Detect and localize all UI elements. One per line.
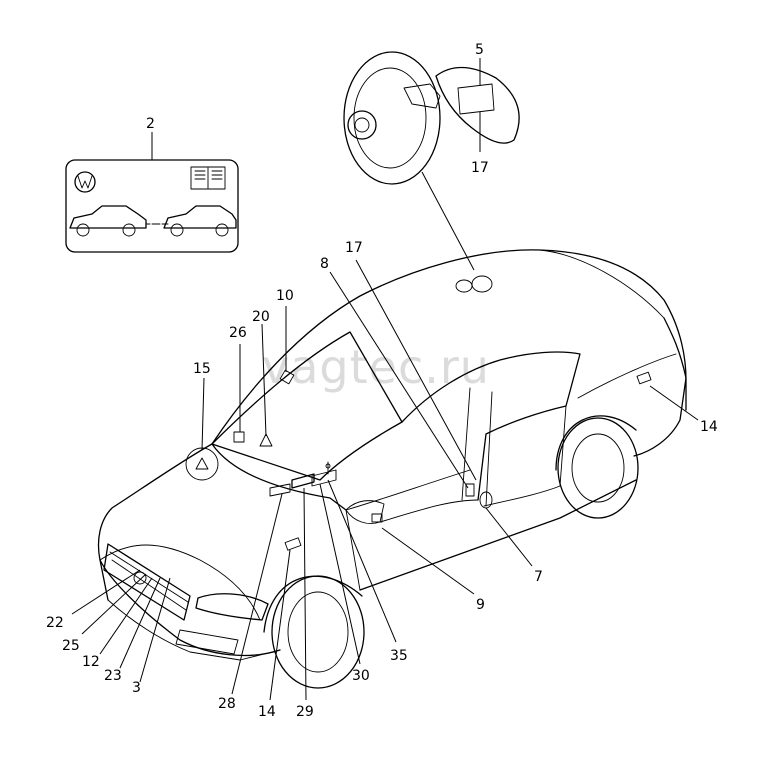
label-17-flap: 17: [471, 160, 489, 176]
label-23: 23: [104, 668, 122, 684]
headlight: [195, 593, 269, 621]
warning-triangle-circle: [185, 447, 219, 481]
warning-triangle-icon: [195, 457, 209, 470]
label-5: 5: [475, 42, 484, 58]
flap-hinge: [403, 83, 441, 109]
fuel-flap-inset: [343, 51, 520, 271]
label-26: 26: [229, 325, 247, 341]
watermark: vagtec.ru: [262, 340, 490, 394]
label-25: 25: [62, 638, 80, 654]
label-22: 22: [46, 615, 64, 631]
rear-wheel: [557, 417, 639, 519]
label-35: 35: [390, 648, 408, 664]
fuel-flap-housing: [343, 51, 441, 185]
label-10: 10: [276, 288, 294, 304]
front-wheel: [271, 575, 365, 689]
flap-door: [435, 66, 520, 144]
tow-car-icon: [69, 205, 147, 229]
front-grille: [103, 543, 191, 621]
label-3: 3: [132, 680, 141, 696]
label-28: 28: [218, 696, 236, 712]
car-body: [97, 249, 687, 689]
manual-book-icon: [190, 166, 226, 190]
label-14-fender: 14: [258, 704, 276, 720]
label-30: 30: [352, 668, 370, 684]
part-labels: 2 5 17 17 8 10 26 20 15 14 7 9 22 25 12 …: [46, 42, 718, 720]
label-2: 2: [146, 116, 155, 132]
label-29: 29: [296, 704, 314, 720]
side-mirror: [345, 500, 385, 524]
rear-label: [636, 371, 652, 385]
label-14-rear: 14: [700, 419, 718, 435]
sticker-card-inset: [65, 132, 239, 253]
towed-car-icon: [163, 205, 237, 229]
door-sticker-9: [371, 513, 383, 523]
fog-lamp: [175, 629, 239, 655]
front-badge: [133, 571, 147, 585]
label-15: 15: [193, 361, 211, 377]
vw-logo-mark: [77, 175, 93, 189]
label-12: 12: [82, 654, 100, 670]
hood-sticker-28: [269, 483, 291, 497]
vw-logo-icon: [74, 171, 96, 193]
windshield-sticker-10: [279, 369, 295, 385]
fuel-cap-icon: [347, 110, 377, 140]
fuel-flap-marker: [455, 279, 473, 293]
windshield-sticker-20: [259, 433, 273, 447]
label-20: 20: [252, 309, 270, 325]
leader-lines: [71, 259, 699, 701]
label-17-door: 17: [345, 240, 363, 256]
pillar-sticker: [465, 483, 475, 497]
windshield-sticker-26: [233, 431, 245, 443]
windshield: [211, 331, 403, 481]
hood: [97, 443, 213, 601]
fender-sticker-14: [284, 537, 302, 551]
flap-label: [457, 83, 495, 115]
label-8: 8: [320, 256, 329, 272]
hood-sticker-29: [291, 473, 315, 489]
label-7: 7: [534, 569, 543, 585]
label-9: 9: [476, 597, 485, 613]
